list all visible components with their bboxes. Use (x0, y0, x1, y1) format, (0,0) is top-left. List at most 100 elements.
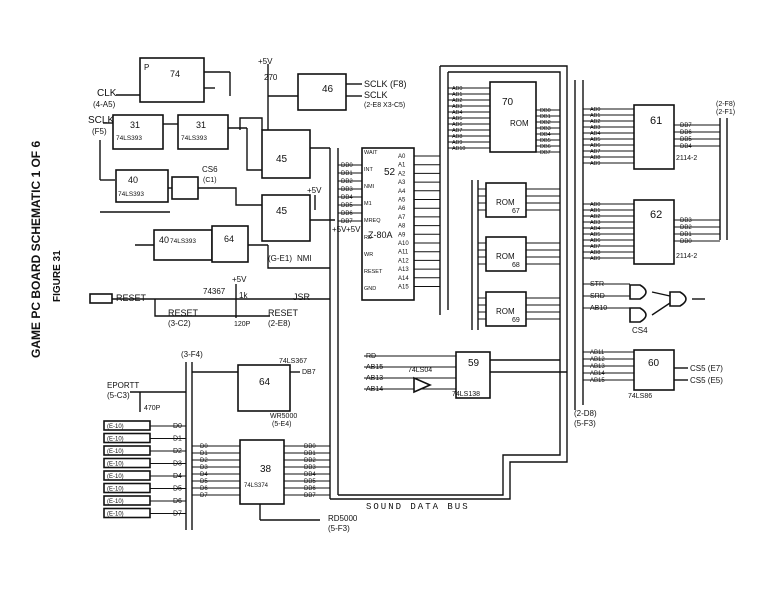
ram-addr-pin: AB3 (590, 125, 600, 131)
chip-60-id: 60 (648, 358, 660, 369)
rom70-addr-pin: AB9 (452, 140, 462, 146)
ram-data-pin: DB4 (680, 144, 692, 150)
chip-40a (115, 169, 169, 203)
f8-ref: (2-F8) (716, 101, 735, 108)
sclk-f8-label: SCLK (F8) (364, 79, 407, 89)
sclk-bar-label: SCLK (364, 90, 388, 100)
chip-62-part: 2114-2 (676, 253, 697, 260)
f4-ref: (3-F4) (181, 350, 203, 359)
input-port-ref: (E-10) (107, 499, 124, 505)
z80-data-pin: DB3 (341, 187, 353, 193)
reset-ref-2: (2-E8) (268, 319, 291, 328)
vcc-label-5: +5V (232, 275, 247, 284)
ls374-output-pin: DB4 (304, 472, 316, 478)
z80-addr-pin: A0 (398, 154, 406, 160)
chip-38-ls374 (239, 439, 285, 505)
chip-74-id: 74 (170, 69, 180, 79)
ls374-output-pin: DB3 (304, 465, 316, 471)
z80-addr-pin: A13 (398, 267, 409, 273)
input-port-ref: (E-10) (107, 449, 124, 455)
rd5000-ref: (5-F3) (328, 524, 350, 533)
sheet-title: GAME PC BOARD SCHEMATIC 1 OF 6 (29, 141, 43, 358)
ls374-input-pin: D3 (200, 465, 208, 471)
chip-31b (177, 114, 229, 150)
reset-label-2: RESET (268, 308, 299, 318)
ls138-input-label: AB14 (366, 386, 383, 393)
ls374-output-pin: DB1 (304, 451, 316, 457)
rom70-addr-pin: AB3 (452, 104, 462, 110)
rom70-data-pin: DB6 (540, 144, 551, 150)
chip-69-rom (485, 291, 527, 327)
z80-ctrl-pin: INT (364, 167, 374, 173)
ram-addr-pin: AB3 (590, 220, 600, 226)
ram-addr-pin: AB4 (590, 131, 600, 137)
c470p-label: 470P (144, 405, 161, 412)
cs6-label: CS6 (202, 165, 218, 174)
input-port-net: D3 (173, 461, 182, 468)
input-port-ref: (E-10) (107, 487, 124, 493)
ls374-input-pin: D4 (200, 472, 208, 478)
chip-60-part: 74LS86 (628, 393, 652, 400)
rom70-data-pin: DB7 (540, 150, 551, 156)
z80-addr-pin: A12 (398, 258, 409, 264)
z80-addr-pin: A9 (398, 232, 406, 238)
rom70-data-pin: DB5 (540, 138, 551, 144)
ls04-label: 74LS04 (408, 367, 432, 374)
reset-in-port (89, 293, 113, 304)
rom70-data-pin: DB0 (540, 108, 551, 114)
chip-45b (261, 194, 311, 242)
clk-ref: (4-A5) (93, 100, 116, 109)
z80-addr-pin: A15 (398, 285, 409, 291)
chip-67-id: 67 (512, 208, 520, 215)
ram-data-pin: DB5 (680, 137, 692, 143)
ram-addr-pin: AB7 (590, 244, 600, 250)
input-port-ref: (E-10) (107, 474, 124, 480)
rom70-data-pin: DB1 (540, 114, 551, 120)
ls374-input-pin: D2 (200, 458, 208, 464)
z80-data-pin: DB0 (341, 163, 353, 169)
input-port-ref: (E-10) (107, 462, 124, 468)
r270-label: 270 (264, 73, 278, 82)
rom70-data-pin: DB4 (540, 132, 551, 138)
ls86-input-label: AB15 (590, 378, 605, 384)
vcc-label-4: +5V (346, 225, 361, 234)
f3-ref: (5-F3) (574, 419, 596, 428)
z80-addr-pin: A3 (398, 180, 406, 186)
chip-52-z80 (361, 147, 415, 301)
chip-61-ram (633, 104, 675, 170)
rom70-addr-pin: AB7 (452, 128, 462, 134)
ls86-input-label: AB11 (590, 350, 605, 356)
chip-70-part: ROM (510, 119, 529, 128)
z80-addr-pin: A14 (398, 276, 409, 282)
z80-data-pin: DB4 (341, 195, 353, 201)
z80-data-pin: DB5 (341, 203, 353, 209)
z80-data-pin: DB2 (341, 179, 353, 185)
sclk-label: SCLK (88, 115, 114, 126)
ls374-input-pin: D1 (200, 451, 208, 457)
chip-64b-id: 64 (259, 377, 271, 388)
chip-59-part: 74LS138 (452, 391, 480, 398)
chip-70-id: 70 (502, 97, 514, 108)
sclk-bar-ref: (2-E8 X3-C5) (364, 102, 405, 109)
ls86-input-label: AB13 (590, 364, 605, 370)
chip-40a-part: 74LS393 (118, 191, 144, 198)
chip-59-id: 59 (468, 358, 480, 369)
r1k-label: 1k (239, 291, 248, 300)
input-port-net: D2 (173, 448, 182, 455)
chip-38-id: 38 (260, 464, 272, 475)
gate-input-label: STR (590, 281, 604, 288)
chip-69-part: ROM (496, 307, 515, 316)
z80-ctrl-pin: M1 (364, 201, 372, 207)
f1-ref: (2-F1) (716, 109, 735, 116)
ls138-input-label: RD (366, 353, 376, 360)
ram-addr-pin: AB5 (590, 232, 600, 238)
z80-ctrl-pin: WR (364, 252, 373, 258)
d8-ref: (2-D8) (574, 409, 597, 418)
figure-number: FIGURE 31 (52, 250, 63, 302)
rom70-addr-pin: AB0 (452, 86, 462, 92)
ls374-input-pin: D6 (200, 486, 208, 492)
chip-67-rom (485, 182, 527, 218)
gate-input-label: AB10 (590, 305, 607, 312)
